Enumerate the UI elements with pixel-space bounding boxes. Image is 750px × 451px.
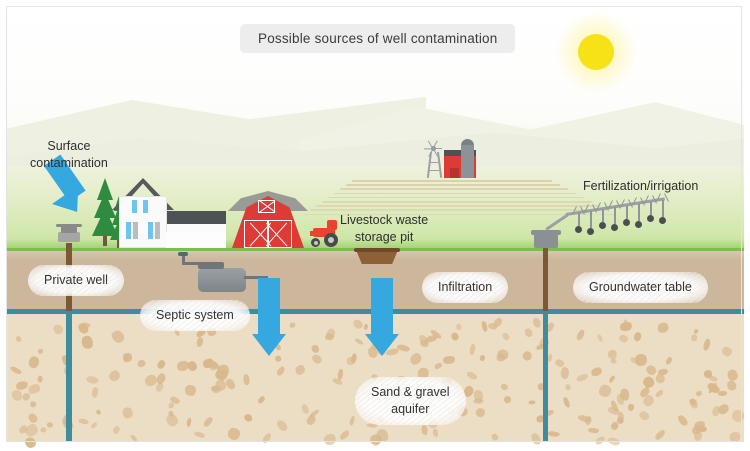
irrigation-nozzle-head: [575, 226, 582, 234]
gravel-pebble: [560, 366, 569, 379]
blue-arrow-down-septic-icon: [252, 278, 286, 358]
label-surface-contamination-line1: Surface: [47, 139, 91, 153]
irrigation-drop-pipe: [578, 213, 580, 227]
label-livestock-line1: Livestock waste: [340, 213, 429, 227]
irrigation-nozzle-head: [599, 222, 606, 230]
crop-row: [322, 201, 592, 203]
blue-arrow-down-pit-icon: [365, 278, 399, 358]
label-livestock-waste-storage-pit: Livestock waste storage pit: [340, 212, 428, 246]
far-farm-group: [424, 139, 476, 178]
crop-row: [316, 205, 600, 207]
label-livestock-line2: storage pit: [354, 229, 414, 244]
label-sand-gravel-aquifer: Sand & gravel aquifer: [355, 377, 466, 425]
crop-row: [352, 180, 552, 182]
irrigation-nozzle-head: [611, 224, 618, 232]
label-aquifer-line2: aquifer: [391, 401, 430, 416]
irrigation-drop-pipe: [650, 201, 652, 215]
crop-row: [310, 209, 608, 211]
blue-arrow-diagonal-icon: [38, 154, 91, 228]
page-title: Possible sources of well contamination: [240, 24, 516, 53]
irrigation-drop-pipe: [614, 207, 616, 225]
label-surface-contamination-line2: contamination: [30, 155, 108, 170]
irrigation-nozzle-head: [647, 214, 654, 222]
gravel-pebble: [47, 422, 53, 428]
irrigation-drop-pipe: [662, 199, 664, 217]
gravel-pebble: [690, 334, 698, 342]
irrigation-nozzle-head: [623, 218, 630, 226]
label-aquifer-line1: Sand & gravel: [371, 385, 450, 399]
irrigation-nozzle-head: [635, 220, 642, 228]
sun-core: [578, 34, 614, 70]
crop-row: [340, 188, 568, 190]
irrigation-nozzle-head: [659, 216, 666, 224]
gravel-pebble: [717, 390, 727, 396]
label-groundwater-table: Groundwater table: [573, 272, 708, 303]
irrigation-drop-pipe: [626, 205, 628, 219]
crop-row: [328, 196, 584, 199]
gravel-pebble: [421, 424, 429, 435]
conifer-tree-icon: [92, 178, 118, 246]
crop-row: [304, 213, 616, 216]
crop-row: [346, 184, 560, 186]
label-septic-system: Septic system: [140, 300, 250, 331]
irrigation-drop-pipe: [638, 203, 640, 221]
irrigation-drop-pipe: [602, 209, 604, 223]
label-infiltration: Infiltration: [422, 272, 508, 303]
label-fertilization-irrigation: Fertilization/irrigation: [583, 179, 699, 193]
gravel-pebble: [497, 349, 509, 360]
label-surface-contamination: Surface contamination: [30, 138, 108, 172]
label-private-well: Private well: [28, 265, 124, 296]
irrigation-nozzle-head: [587, 228, 594, 236]
irrigation-drop-pipe: [590, 211, 592, 229]
crop-row: [334, 192, 576, 195]
sun-icon: [556, 12, 636, 92]
